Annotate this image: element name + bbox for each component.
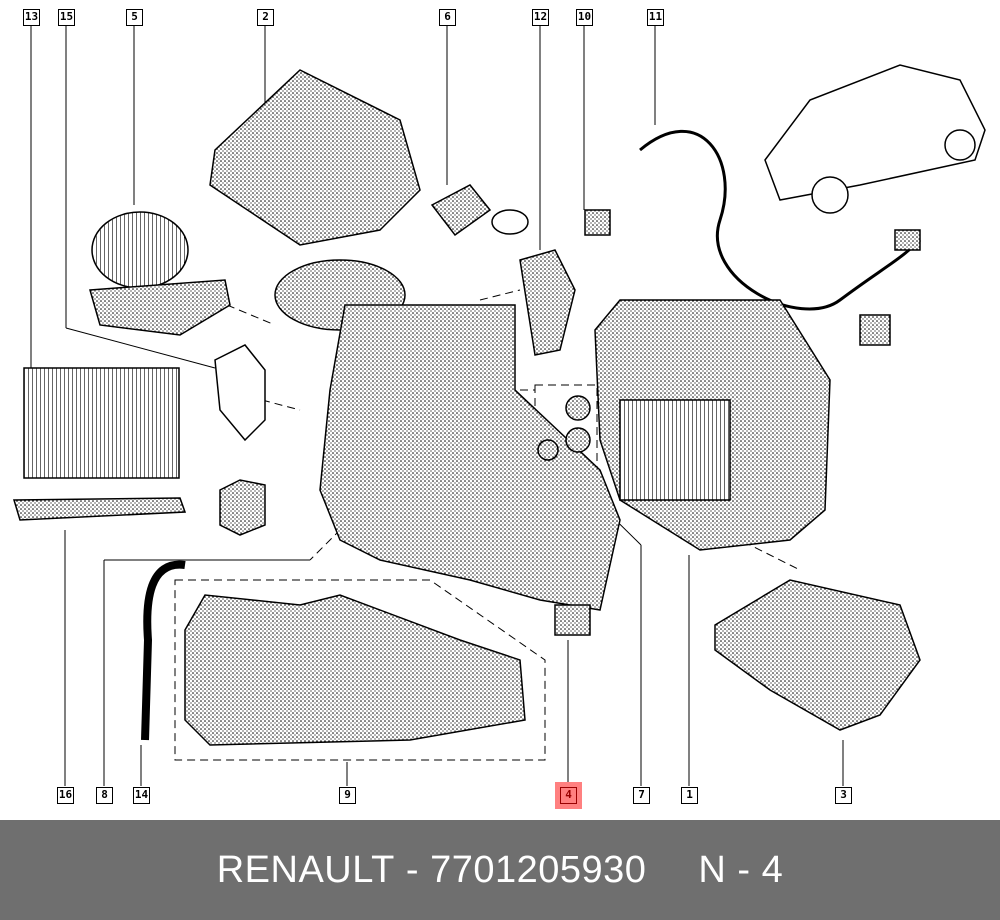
callout-2[interactable]: 2 [257, 9, 274, 26]
callout-4-highlighted[interactable]: 4 [560, 787, 577, 804]
separator: - [394, 848, 431, 891]
callout-6[interactable]: 6 [439, 9, 456, 26]
callout-5[interactable]: 5 [126, 9, 143, 26]
parts-diagram [12, 26, 986, 786]
callout-9[interactable]: 9 [339, 787, 356, 804]
callout-3[interactable]: 3 [835, 787, 852, 804]
callout-12[interactable]: 12 [532, 9, 549, 26]
callout-13[interactable]: 13 [23, 9, 40, 26]
callout-11[interactable]: 11 [647, 9, 664, 26]
callout-8[interactable]: 8 [96, 787, 113, 804]
callout-7[interactable]: 7 [633, 787, 650, 804]
callout-1[interactable]: 1 [681, 787, 698, 804]
position-label: N - 4 [698, 848, 784, 891]
callout-14[interactable]: 14 [133, 787, 150, 804]
footer-bar: RENAULT - 7701205930 N - 4 [0, 820, 1000, 920]
brand-name: RENAULT [216, 848, 395, 891]
callout-10[interactable]: 10 [576, 9, 593, 26]
part-number: 7701205930 [430, 848, 647, 891]
callout-16[interactable]: 16 [57, 787, 74, 804]
callout-15[interactable]: 15 [58, 9, 75, 26]
